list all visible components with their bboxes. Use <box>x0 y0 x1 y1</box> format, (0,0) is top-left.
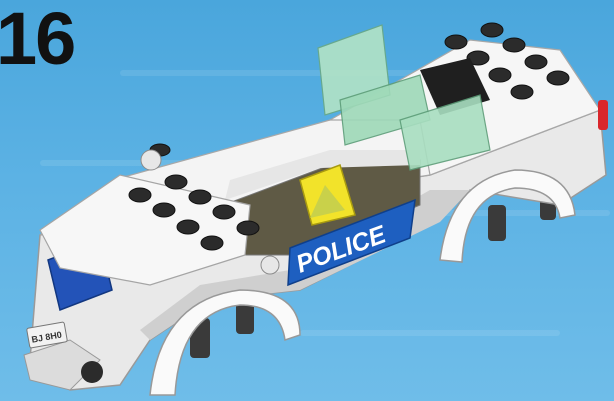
rear-light <box>598 100 608 130</box>
